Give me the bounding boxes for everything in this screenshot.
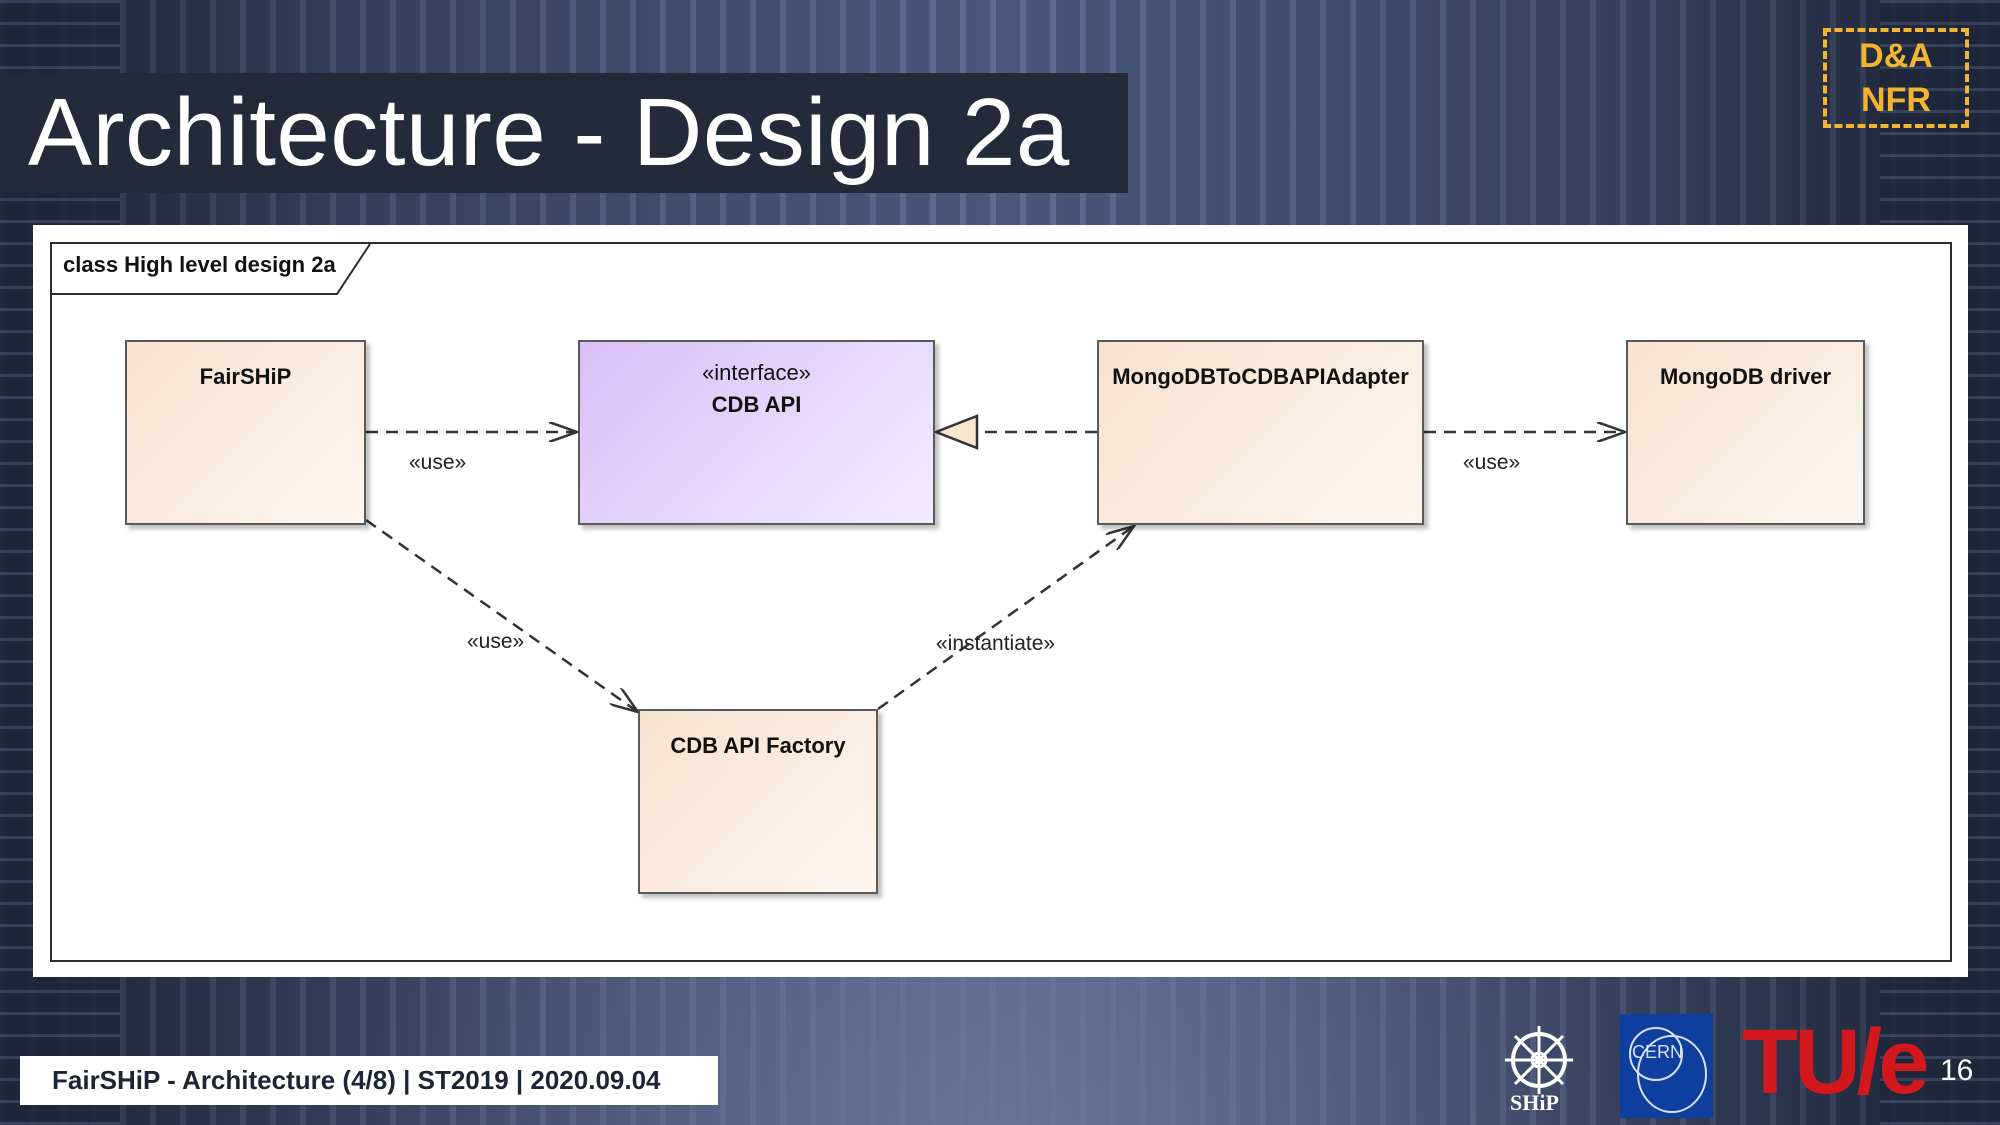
label-instantiate-factory-adapter: «instantiate» xyxy=(936,632,1056,655)
cern-logo-text: CERN xyxy=(1632,1042,1684,1062)
label-use-fairship-factory: «use» xyxy=(467,630,525,653)
edge-factory-to-adapter xyxy=(877,526,1134,711)
ship-logo-text: SHiP xyxy=(1510,1090,1559,1115)
cern-logo-rings-icon xyxy=(1629,1027,1707,1113)
class-cdb-api-name: CDB API xyxy=(711,392,802,417)
realization-arrowhead xyxy=(932,414,979,450)
label-use-fairship-api: «use» xyxy=(409,451,467,474)
da-nfr-badge: D&A NFR xyxy=(1823,28,1969,128)
class-mongodb-driver-name: MongoDB driver xyxy=(1659,364,1832,389)
class-cdb-api-stereotype: «interface» xyxy=(702,360,811,385)
diagram-frame xyxy=(50,242,1952,962)
title-bar: Architecture - Design 2a xyxy=(0,73,1128,193)
class-mongodb-driver[interactable]: MongoDB driver xyxy=(1626,340,1865,525)
class-cdb-api-factory-name: CDB API Factory xyxy=(670,733,846,758)
class-cdb-api-factory[interactable]: CDB API Factory xyxy=(638,709,878,894)
footer-bar: FairSHiP - Architecture (4/8) | ST2019 |… xyxy=(20,1056,718,1105)
ship-logo-icon xyxy=(1505,1026,1573,1094)
badge-line-2: NFR xyxy=(1861,81,1931,119)
class-cdb-api[interactable]: «interface» CDB API xyxy=(578,340,935,525)
badge-line-1: D&A xyxy=(1859,37,1933,75)
frame-tab-outline xyxy=(50,243,371,295)
frame-label: class High level design 2a xyxy=(63,252,336,277)
class-fairship-name: FairSHiP xyxy=(199,364,292,389)
class-fairship[interactable]: FairSHiP xyxy=(125,340,366,525)
footer-text: FairSHiP - Architecture (4/8) | ST2019 |… xyxy=(52,1065,661,1095)
class-mongodb-adapter-name: MongoDBToCDBAPIAdapter xyxy=(1112,364,1409,389)
tue-logo: TU/e xyxy=(1742,1011,1929,1113)
page-number: 16 xyxy=(1940,1054,1974,1087)
edge-fairship-to-factory xyxy=(365,518,638,712)
class-mongodb-adapter[interactable]: MongoDBToCDBAPIAdapter xyxy=(1097,340,1424,525)
cern-logo-icon xyxy=(1620,1014,1713,1118)
label-use-adapter-driver: «use» xyxy=(1463,451,1521,474)
slide-title: Architecture - Design 2a xyxy=(28,79,1070,186)
